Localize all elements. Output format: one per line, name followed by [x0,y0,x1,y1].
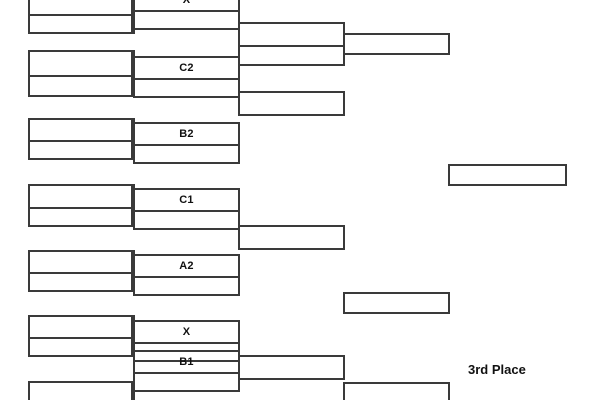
slot-divider [135,342,238,344]
slot-cell-top[interactable] [30,383,131,400]
slot-cell-bottom[interactable] [30,141,131,162]
bracket-connector [133,50,135,97]
slot-cell-bottom[interactable] [135,11,238,32]
third-place-label: 3rd Place [468,362,526,377]
bracket-connector [133,381,135,400]
slot-cell-single[interactable] [240,93,343,118]
match-slot-final[interactable] [448,164,567,186]
slot-divider [30,74,131,77]
slot-cell-top[interactable]: C1 [179,194,194,206]
match-slot[interactable] [343,382,450,400]
slot-divider [135,276,238,278]
slot-cell-top[interactable] [30,252,131,273]
slot-cell-top[interactable] [30,0,131,15]
match-slot[interactable]: C2 [133,56,240,98]
slot-divider [135,78,238,80]
slot-divider [30,272,131,274]
slot-cell-bottom[interactable] [135,211,238,232]
match-slot[interactable] [28,0,133,34]
match-slot[interactable]: A2 [133,254,240,296]
slot-cell-top[interactable]: A2 [179,260,194,272]
slot-divider [30,140,131,142]
match-slot[interactable] [28,118,133,160]
match-slot[interactable] [28,184,133,227]
match-slot[interactable] [28,50,133,97]
slot-cell-bottom[interactable] [30,273,131,294]
slot-cell-top[interactable]: B2 [179,128,194,140]
match-slot[interactable]: C1 [133,188,240,230]
slot-divider [30,337,131,339]
slot-cell-bottom[interactable] [135,277,238,298]
bracket-connector [133,315,135,357]
slot-cell-bottom[interactable] [135,373,238,394]
match-slot[interactable]: X [133,0,240,30]
slot-cell-top[interactable]: B1 [179,356,194,368]
slot-cell-top[interactable] [30,52,131,76]
slot-cell-single[interactable] [345,35,448,57]
slot-cell-bottom[interactable] [135,79,238,100]
bracket-connector [133,0,135,34]
slot-divider [30,206,131,209]
match-slot[interactable] [28,315,133,357]
bracket-connector [133,184,135,227]
slot-cell-bottom[interactable] [240,46,343,68]
match-slot[interactable]: B1 [133,350,240,392]
bracket-connector [133,250,135,292]
match-slot[interactable]: B2 [133,122,240,164]
slot-cell-bottom[interactable] [30,76,131,100]
slot-cell-top[interactable]: X [182,326,191,338]
slot-cell-bottom[interactable] [30,208,131,230]
slot-cell-top[interactable]: X [182,0,191,6]
slot-divider [135,372,238,374]
bracket-connector [133,118,135,160]
slot-cell-bottom[interactable] [135,145,238,166]
match-slot[interactable] [343,292,450,314]
slot-cell-bottom[interactable] [30,338,131,359]
slot-divider [30,14,131,16]
match-slot[interactable] [238,355,345,380]
slot-cell-single[interactable] [345,384,448,400]
slot-cell-top[interactable] [240,24,343,46]
slot-cell-top[interactable] [30,186,131,208]
slot-cell-top[interactable]: C2 [179,62,194,74]
slot-divider [240,45,343,47]
slot-cell-top[interactable] [30,317,131,338]
slot-cell-single[interactable] [240,227,343,252]
match-slot[interactable] [238,91,345,116]
slot-divider [135,144,238,146]
slot-cell-single[interactable] [450,166,565,188]
slot-cell-top[interactable] [30,120,131,141]
match-slot[interactable] [28,381,133,400]
slot-divider [135,210,238,212]
slot-divider [135,10,238,12]
match-slot[interactable] [238,225,345,250]
match-slot[interactable] [28,250,133,292]
match-slot[interactable] [238,22,345,66]
match-slot[interactable] [343,33,450,55]
slot-cell-bottom[interactable] [30,15,131,36]
slot-cell-single[interactable] [240,357,343,382]
slot-cell-single[interactable] [345,294,448,316]
